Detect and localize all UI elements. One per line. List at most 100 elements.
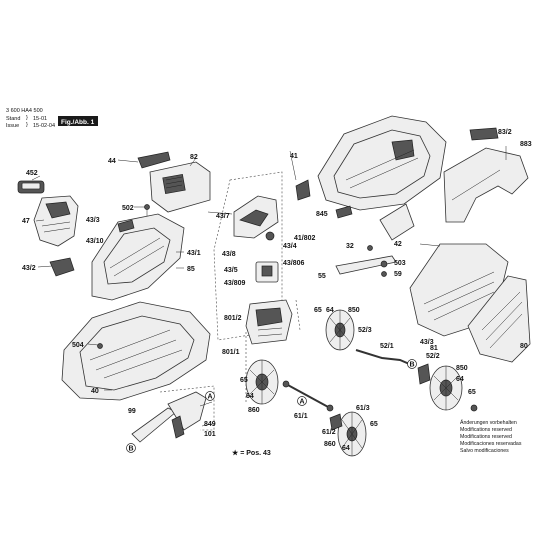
label-81: 81 <box>430 345 438 352</box>
part-80-grass-box <box>467 275 531 363</box>
label-59: 59 <box>394 271 402 278</box>
modification-notice: Änderungen vorbehalten Modifications res… <box>460 419 522 454</box>
ref-b-circle-left <box>126 443 136 453</box>
part-860-wheel-bottom <box>337 411 367 457</box>
label-52-3: 52/3 <box>358 327 372 334</box>
issue-value: 15-02-04 <box>33 123 55 129</box>
label-43-4: 43/4 <box>283 243 297 250</box>
assembly-outline-849 <box>159 385 215 431</box>
label-55: 55 <box>318 273 326 280</box>
label-65-a: 65 <box>314 307 322 314</box>
label-860-a: 860 <box>248 407 260 414</box>
label-43-5: 43/5 <box>224 267 238 274</box>
part-883-handle <box>443 147 529 223</box>
label-43-2: 43/2 <box>22 265 36 272</box>
part-43-2-latch-left <box>49 257 75 277</box>
part-61-2-bracket <box>329 413 343 431</box>
label-82: 82 <box>190 154 198 161</box>
part-82-switch-box <box>149 161 211 213</box>
part-42-flap <box>379 203 415 241</box>
label-849: 849 <box>204 421 216 428</box>
part-83-2-grip <box>469 127 499 141</box>
notice-line-5: Salvo modificaciones <box>460 448 509 454</box>
label-43-3: 43/3 <box>86 217 100 224</box>
doc-number: 3 600 HA4 500 <box>6 108 43 114</box>
label-452: 452 <box>26 170 38 177</box>
part-850-wheel-upper <box>325 309 355 351</box>
ref-b-circle-right <box>407 359 417 369</box>
label-43-3-b: 43/3 <box>420 339 434 346</box>
part-61-1-axle <box>282 380 334 412</box>
part-41-deck <box>317 115 447 211</box>
part-65-washer <box>470 404 478 412</box>
stand-value: 15-01 <box>33 116 47 122</box>
label-61-1: 61/1 <box>294 413 308 420</box>
label-61-3: 61/3 <box>356 405 370 412</box>
part-850-wheel-lower <box>429 365 463 411</box>
ref-a-circle-center <box>297 396 307 406</box>
figure-label-box <box>58 116 98 126</box>
reference-markers: A B A B <box>126 359 417 453</box>
issue-brace: } <box>26 122 28 128</box>
part-502-screw <box>144 204 150 216</box>
notice-line-4: Modificaciones reservadas <box>460 441 522 447</box>
ref-a-left: A <box>208 394 213 401</box>
label-41-802: 41/802 <box>294 235 316 242</box>
ref-a-center: A <box>300 399 305 406</box>
label-502: 502 <box>122 205 134 212</box>
label-883: 883 <box>520 141 532 148</box>
label-85: 85 <box>187 266 195 273</box>
notice-line-1: Änderungen vorbehalten <box>460 419 517 426</box>
part-labels: 452 47 43/2 43/3 43/10 44 82 502 43/1 85… <box>22 129 532 452</box>
label-850-b: 850 <box>456 365 468 372</box>
label-43-806: 43/806 <box>283 260 305 267</box>
assembly-outline-801 <box>245 299 301 402</box>
ref-a-circle-left <box>205 391 215 401</box>
ref-b-left: B <box>129 446 134 453</box>
notice-line-3: Modifications reserved <box>460 434 512 440</box>
part-452-battery <box>17 180 45 194</box>
label-65-c: 65 <box>370 421 378 428</box>
label-52-1: 52/1 <box>380 343 394 350</box>
stand-brace: } <box>26 115 28 121</box>
part-40-lower-housing <box>61 301 211 401</box>
label-43-809: 43/809 <box>224 280 246 287</box>
label-64-b: 64 <box>246 393 254 400</box>
label-801-1: 801/1 <box>222 349 240 356</box>
leader-lines <box>31 132 507 427</box>
part-55-blade <box>335 255 397 275</box>
figure-label: Fig./Abb. 1 <box>61 119 95 126</box>
stand-label: Stand <box>6 116 20 122</box>
label-40: 40 <box>91 388 99 395</box>
label-43-8: 43/8 <box>222 251 236 258</box>
label-503: 503 <box>394 260 406 267</box>
assembly-outline-43 <box>213 171 283 341</box>
part-101-bolt <box>171 415 185 439</box>
label-64-d: 64 <box>456 376 464 383</box>
ref-b-right: B <box>410 362 415 369</box>
notice-line-2: Modifications reserved <box>460 427 512 433</box>
label-42: 42 <box>394 241 402 248</box>
part-99-handle-lever <box>131 391 207 443</box>
part-32-screw <box>367 245 373 251</box>
label-65-b: 65 <box>240 377 248 384</box>
label-41: 41 <box>290 153 298 160</box>
part-52-1-axle <box>355 349 415 367</box>
part-43-4-knob <box>265 231 275 241</box>
part-52-2-bracket <box>417 363 431 385</box>
label-83-2: 83/2 <box>498 129 512 136</box>
label-64-a: 64 <box>326 307 334 314</box>
part-503-bolt <box>380 260 388 277</box>
part-44-grip <box>137 151 171 169</box>
label-845: 845 <box>316 211 328 218</box>
label-80: 80 <box>520 343 528 350</box>
label-850-a: 850 <box>348 307 360 314</box>
part-801-2-motor <box>245 299 293 345</box>
part-504-screw <box>97 343 103 349</box>
label-61-2: 61/2 <box>322 429 336 436</box>
label-43-1: 43/1 <box>187 250 201 257</box>
part-47-battery-cover <box>33 195 79 247</box>
label-52-2: 52/2 <box>426 353 440 360</box>
part-43-7-cover <box>233 195 279 239</box>
